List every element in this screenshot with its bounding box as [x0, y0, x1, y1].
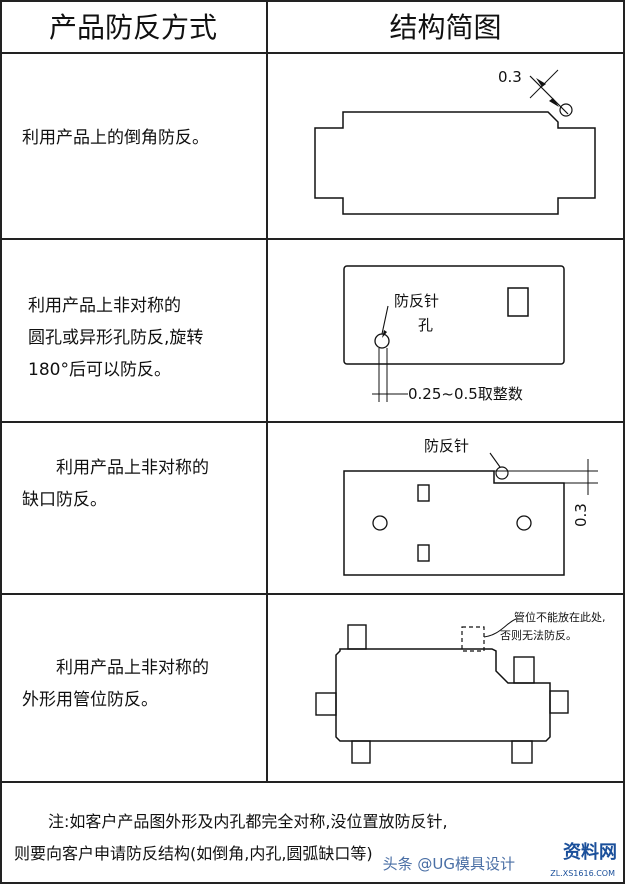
row2-dimension-label: 0.25~0.5取整数: [408, 385, 523, 403]
dimension-arrow-2: [549, 98, 559, 107]
row3-description: 利用产品上非对称的 缺口防反。: [22, 452, 209, 516]
rectangular-hole: [507, 287, 529, 317]
component-body: [335, 648, 551, 742]
row1-dimension-label: 0.3: [498, 68, 522, 86]
row4-line-1: 利用产品上非对称的: [56, 658, 209, 678]
locator-tab-top-left: [347, 624, 367, 650]
dimension-tick: [529, 69, 559, 99]
row2-pin-label-2: 孔: [418, 316, 433, 334]
row1-line-1: 利用产品上的倒角防反。: [22, 128, 209, 148]
pin-leader: [381, 305, 389, 335]
footer-note: 注:如客户产品图外形及内孔都完全对称,没位置放防反针, 则要向客户申请防反结构(…: [14, 806, 614, 870]
locator-tab-left: [315, 692, 337, 716]
row3-dimension-label: 0.3: [572, 503, 590, 527]
note-leader: [483, 618, 517, 638]
row3-notch-diagram: 防反针 0.3: [343, 437, 598, 576]
row1-description: 利用产品上的倒角防反。: [22, 122, 209, 154]
footer-note-line-2: 则要向客户申请防反结构(如倒角,内孔,圆弧缺口等): [14, 844, 373, 863]
square-slot-top: [417, 484, 430, 502]
row2-pin-label-1: 防反针: [394, 292, 439, 310]
pin-hole: [374, 333, 390, 349]
chamfer-detail-circle: [559, 103, 573, 117]
row1-chamfer-diagram: 0.3: [314, 68, 596, 215]
locator-tab-bottom-left: [351, 740, 371, 764]
row3-line-2: 缺口防反。: [22, 490, 107, 510]
watermark-logo-text: 资料网: [563, 842, 617, 863]
dimension-leader: [529, 75, 569, 115]
row2-line-1: 利用产品上非对称的: [28, 296, 181, 316]
footer-note-line-1: 注:如客户产品图外形及内孔都完全对称,没位置放防反针,: [48, 812, 448, 831]
table-border-left: [0, 0, 2, 884]
row3-pin-label: 防反针: [424, 437, 469, 455]
header-diagram: 结构简图: [389, 11, 502, 44]
row4-description: 利用产品上非对称的 外形用管位防反。: [22, 652, 209, 716]
column-divider: [266, 0, 268, 782]
table-border-right: [623, 0, 625, 884]
row4-locator-diagram: 管位不能放在此处, 否则无法防反。: [315, 610, 606, 764]
row4-note-line-1: 管位不能放在此处,: [514, 610, 606, 624]
invalid-locator-position: [461, 626, 485, 652]
table-border-bottom: [0, 882, 625, 884]
row2-line-2: 圆孔或异形孔防反,旋转: [28, 328, 204, 348]
row-divider-3: [0, 593, 625, 595]
row2-line-3: 180°后可以防反。: [28, 360, 171, 380]
row-divider-4: [0, 781, 625, 783]
row2-description: 利用产品上非对称的 圆孔或异形孔防反,旋转 180°后可以防反。: [28, 290, 203, 386]
row4-note-line-2: 否则无法防反。: [500, 628, 577, 642]
row3-line-1: 利用产品上非对称的: [56, 458, 209, 478]
pin-leader-arrow: [382, 330, 387, 338]
locator-tab-top-right: [513, 656, 535, 684]
header-divider: [0, 52, 625, 54]
table-border-top: [0, 0, 625, 2]
watermark-text: 头条 @UG模具设计: [382, 855, 515, 873]
row4-line-2: 外形用管位防反。: [22, 690, 158, 710]
locator-tab-bottom-right: [511, 740, 533, 764]
row-divider-2: [0, 421, 625, 423]
notch-pin: [495, 466, 509, 480]
row2-hole-diagram: 防反针 孔 0.25~0.5取整数: [343, 265, 565, 403]
watermark-logo-sub: ZL.XS1616.COM: [550, 869, 615, 878]
round-hole-left: [372, 515, 388, 531]
header-method: 产品防反方式: [48, 11, 217, 44]
pin-leader: [489, 452, 501, 468]
watermark-logo: 资料网: [563, 838, 617, 864]
round-hole-right: [516, 515, 532, 531]
square-slot-bottom: [417, 544, 430, 562]
row-divider-1: [0, 238, 625, 240]
chamfered-outline: [314, 111, 596, 215]
locator-tab-right: [549, 690, 569, 714]
dimension-arrow-1: [536, 78, 546, 87]
plate-outline: [343, 265, 565, 365]
